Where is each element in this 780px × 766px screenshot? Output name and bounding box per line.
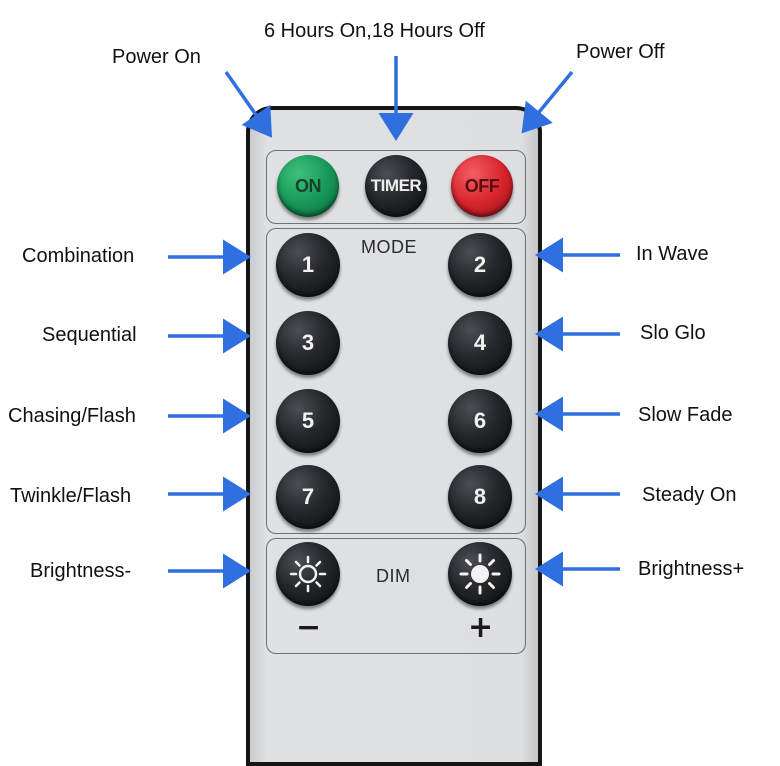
callout-brightness-plus: Brightness+ bbox=[638, 558, 745, 580]
on-button[interactable]: ON bbox=[277, 155, 339, 217]
mode-button-5[interactable]: 5 bbox=[276, 389, 340, 453]
remote-control: ON TIMER OFF MODE 1 2 3 4 5 6 7 8 DIM bbox=[246, 106, 542, 766]
callout-power-on: Power On bbox=[112, 46, 201, 68]
dim-panel bbox=[266, 538, 526, 654]
callout-sequential: Sequential bbox=[42, 324, 137, 346]
callout-slow-fade: Slow Fade bbox=[638, 404, 733, 426]
callout-power-off: Power Off bbox=[576, 41, 665, 63]
callout-slo-glo: Slo Glo bbox=[640, 322, 706, 344]
mode-button-6[interactable]: 6 bbox=[448, 389, 512, 453]
off-button[interactable]: OFF bbox=[451, 155, 513, 217]
mode-button-3[interactable]: 3 bbox=[276, 311, 340, 375]
arrow-power-off bbox=[521, 70, 574, 134]
mode-button-8[interactable]: 8 bbox=[448, 465, 512, 529]
sun-outline-icon bbox=[289, 555, 327, 593]
brightness-down-button[interactable] bbox=[276, 542, 340, 606]
mode-panel bbox=[266, 228, 526, 534]
brightness-up-button[interactable] bbox=[448, 542, 512, 606]
timer-button[interactable]: TIMER bbox=[365, 155, 427, 217]
minus-sign: − bbox=[296, 610, 322, 645]
callout-chasing-flash: Chasing/Flash bbox=[8, 405, 136, 427]
arrow-power-on bbox=[224, 70, 273, 138]
callout-in-wave: In Wave bbox=[636, 243, 709, 265]
callout-steady-on: Steady On bbox=[642, 484, 737, 506]
callout-brightness-minus: Brightness- bbox=[30, 560, 132, 582]
power-panel bbox=[266, 150, 526, 224]
mode-button-1[interactable]: 1 bbox=[276, 233, 340, 297]
dim-label: DIM bbox=[376, 566, 411, 586]
plus-sign: + bbox=[468, 610, 494, 645]
callout-timer: 6 Hours On,18 Hours Off bbox=[264, 20, 485, 42]
mode-button-4[interactable]: 4 bbox=[448, 311, 512, 375]
callout-twinkle-flash: Twinkle/Flash bbox=[10, 485, 132, 507]
mode-button-7[interactable]: 7 bbox=[276, 465, 340, 529]
sun-filled-icon bbox=[459, 553, 501, 595]
mode-label: MODE bbox=[361, 237, 417, 257]
callout-combination: Combination bbox=[22, 245, 135, 267]
mode-button-2[interactable]: 2 bbox=[448, 233, 512, 297]
